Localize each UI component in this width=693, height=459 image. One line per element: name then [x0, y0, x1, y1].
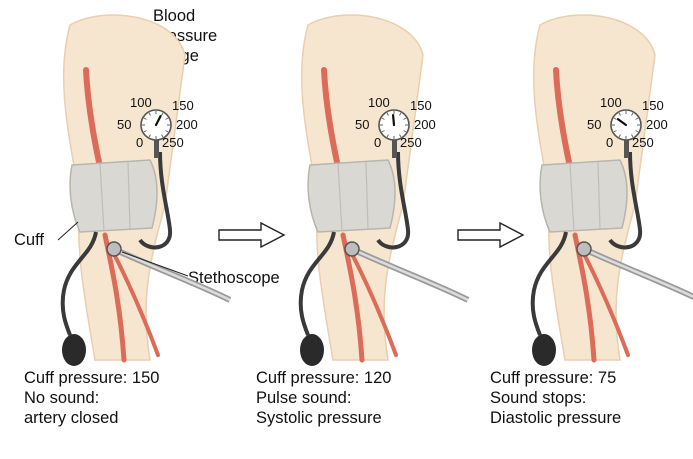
cuff-shape [540, 160, 627, 232]
gauge-scale-label: 150 [172, 98, 194, 113]
gauge-scale-label: 200 [176, 117, 198, 132]
gauge-scale-label: 200 [414, 117, 436, 132]
flow-arrow-1 [217, 222, 287, 248]
caption-state: Systolic pressure [256, 408, 391, 428]
gauge-scale-label: 100 [368, 95, 390, 110]
stethoscope-head [345, 242, 359, 256]
caption-pressure: Cuff pressure: 75 [490, 368, 621, 388]
cuff-shape [308, 160, 395, 232]
gauge-stem [624, 140, 629, 158]
gauge-scale-label: 250 [632, 135, 654, 150]
caption-state: Diastolic pressure [490, 408, 621, 428]
panel-1: 100 150 50 200 0 250 Cuff pressure: 150 No so… [0, 0, 231, 459]
stethoscope-head [577, 242, 591, 256]
caption-3: Cuff pressure: 75 Sound stops: Diastolic… [490, 368, 621, 428]
caption-sound: No sound: [24, 388, 159, 408]
stethoscope-head [107, 242, 121, 256]
gauge-scale-label: 50 [117, 117, 131, 132]
pump-bulb [300, 334, 324, 366]
gauge-scale-label: 100 [130, 95, 152, 110]
cuff-shape [70, 160, 157, 232]
gauge-scale-label: 0 [374, 135, 381, 150]
caption-pressure: Cuff pressure: 120 [256, 368, 391, 388]
caption-2: Cuff pressure: 120 Pulse sound: Systolic… [256, 368, 391, 428]
gauge-scale-label: 250 [162, 135, 184, 150]
gauge-stem [154, 140, 159, 158]
cuff-leader-line [58, 222, 78, 240]
caption-sound: Sound stops: [490, 388, 621, 408]
gauge-scale-label: 200 [646, 117, 668, 132]
gauge-scale-label: 150 [642, 98, 664, 113]
gauge-scale-label: 50 [355, 117, 369, 132]
gauge-scale-label: 150 [410, 98, 432, 113]
gauge-stem [392, 140, 397, 158]
flow-arrow-2 [456, 222, 526, 248]
gauge-scale-label: 50 [587, 117, 601, 132]
caption-pressure: Cuff pressure: 150 [24, 368, 159, 388]
gauge-scale-label: 0 [136, 135, 143, 150]
gauge-scale-label: 100 [600, 95, 622, 110]
gauge-scale-label: 0 [606, 135, 613, 150]
caption-1: Cuff pressure: 150 No sound: artery clos… [24, 368, 159, 428]
pump-bulb [62, 334, 86, 366]
pump-bulb [532, 334, 556, 366]
gauge-needle [393, 115, 394, 125]
caption-state: artery closed [24, 408, 159, 428]
gauge-scale-label: 250 [400, 135, 422, 150]
caption-sound: Pulse sound: [256, 388, 391, 408]
